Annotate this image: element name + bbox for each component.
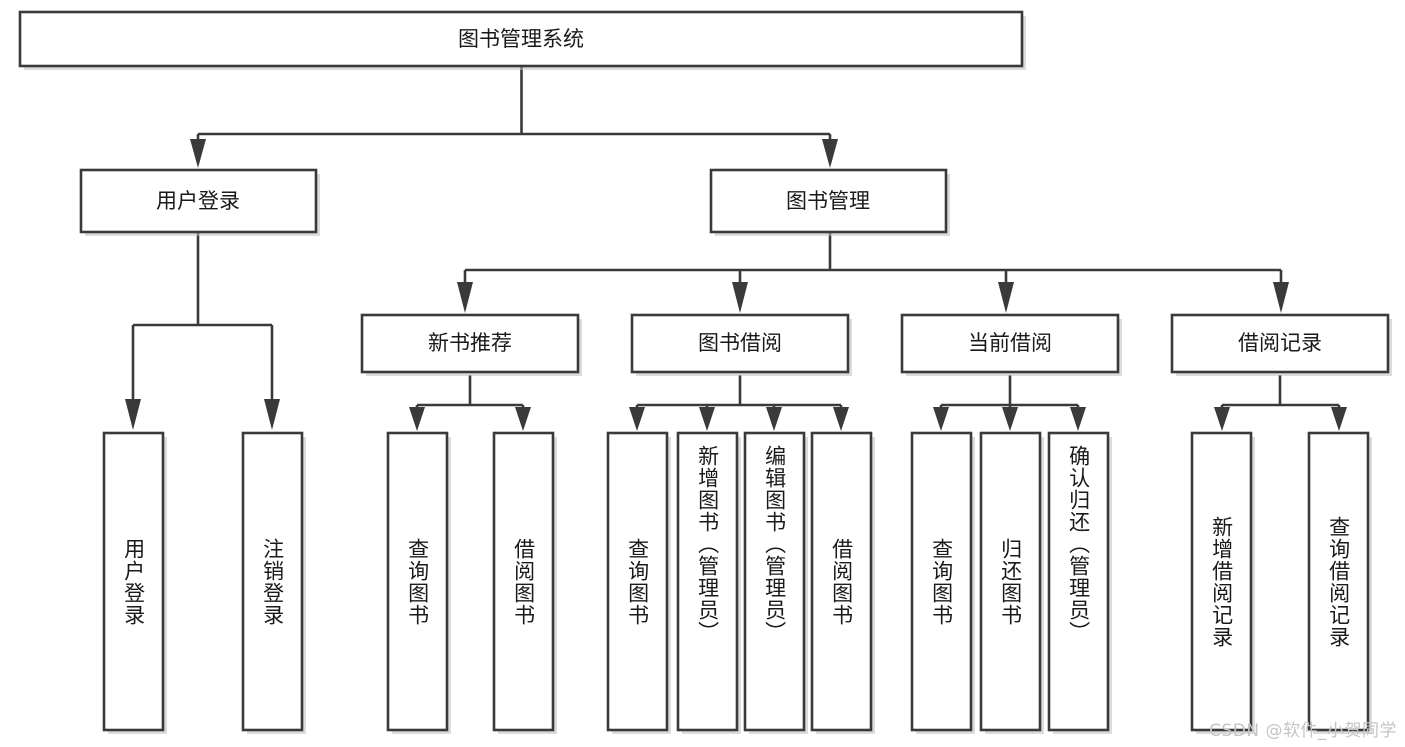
- edge-group-borrow-book-children: [629, 375, 849, 431]
- leaf-node-12-box: [1190, 431, 1253, 732]
- leaf-node-4-box: [492, 431, 555, 732]
- arrowhead-leaf-10: [1002, 407, 1018, 431]
- leaf-node-6[interactable]: [676, 431, 741, 734]
- edge-group-book-manage-children: [457, 232, 1289, 313]
- arrowhead-leaf-8: [833, 407, 849, 431]
- leaf-node-11-box: [1047, 431, 1110, 732]
- leaf-node-12[interactable]: [1190, 431, 1255, 734]
- node-user-login-box: [79, 168, 318, 234]
- leaf-node-3[interactable]: [386, 431, 451, 734]
- leaf-node-3-box: [386, 431, 449, 732]
- arrowhead-leaf-2: [264, 399, 280, 430]
- edge-group-current-borrow-children: [933, 375, 1086, 431]
- leaf-node-10[interactable]: [979, 431, 1044, 734]
- leaf-node-2-box: [241, 431, 304, 732]
- node-new-book-recommend[interactable]: 新书推荐: [360, 313, 582, 376]
- node-current-borrow[interactable]: 当前借阅: [900, 313, 1122, 376]
- arrowhead-to-new-book: [457, 282, 473, 313]
- leaf-node-11[interactable]: [1047, 431, 1112, 734]
- leaf-node-9[interactable]: [910, 431, 975, 734]
- node-current-borrow-label: 当前借阅: [968, 331, 1052, 355]
- node-new-book-recommend-box: [360, 313, 580, 374]
- node-user-login[interactable]: 用户登录: [79, 168, 320, 236]
- arrowhead-leaf-1: [125, 399, 141, 430]
- node-book-manage-box: [709, 168, 948, 234]
- node-book-borrow[interactable]: 图书借阅: [630, 313, 852, 376]
- node-book-borrow-box: [630, 313, 850, 374]
- edge-group-new-book-children: [409, 375, 531, 431]
- leaf-node-9-box: [910, 431, 973, 732]
- node-borrow-record-box: [1170, 313, 1390, 374]
- node-book-borrow-label: 图书借阅: [698, 331, 782, 355]
- leaf-node-6-box: [676, 431, 739, 732]
- node-root-box: [18, 10, 1024, 68]
- arrowhead-to-borrow-record: [1273, 282, 1289, 313]
- arrowhead-leaf-4: [515, 407, 531, 431]
- watermark-csdn: CSDN @软件_小贺同学: [1209, 721, 1397, 741]
- arrowhead-leaf-7: [766, 407, 782, 431]
- leaf-node-1-box: [102, 431, 165, 732]
- node-root[interactable]: 图书管理系统: [18, 10, 1026, 70]
- node-borrow-record-label: 借阅记录: [1238, 331, 1322, 355]
- leaf-node-13[interactable]: [1307, 431, 1372, 734]
- node-book-manage[interactable]: 图书管理: [709, 168, 950, 236]
- leaf-node-13-box: [1307, 431, 1370, 732]
- edge-group-borrow-record-children: [1214, 375, 1347, 431]
- arrowhead-to-current-borrow: [998, 282, 1014, 313]
- node-user-login-label: 用户登录: [156, 189, 240, 213]
- leaf-node-10-box: [979, 431, 1042, 732]
- leaf-node-1[interactable]: [102, 431, 167, 734]
- arrowhead-to-user-login: [190, 139, 206, 168]
- edge-group-user-login-children: [125, 232, 280, 430]
- node-current-borrow-box: [900, 313, 1120, 374]
- node-borrow-record[interactable]: 借阅记录: [1170, 313, 1392, 376]
- leaf-node-7[interactable]: [743, 431, 808, 734]
- node-book-manage-label: 图书管理: [786, 189, 870, 213]
- edge-group-root-to-level2: [190, 66, 838, 168]
- arrowhead-leaf-9: [933, 407, 949, 431]
- arrowhead-to-borrow-book: [732, 282, 748, 313]
- arrowhead-leaf-6: [699, 407, 715, 431]
- arrowhead-leaf-3: [409, 407, 425, 431]
- leaf-node-7-box: [743, 431, 806, 732]
- leaf-node-2[interactable]: [241, 431, 306, 734]
- arrowhead-leaf-12: [1214, 407, 1230, 431]
- leaf-node-8[interactable]: [810, 431, 875, 734]
- arrowhead-leaf-5: [629, 407, 645, 431]
- node-root-label: 图书管理系统: [458, 27, 584, 51]
- arrowhead-leaf-11: [1070, 407, 1086, 431]
- arrowhead-leaf-13: [1331, 407, 1347, 431]
- leaf-node-8-box: [810, 431, 873, 732]
- node-new-book-recommend-label: 新书推荐: [428, 331, 512, 355]
- arrowhead-to-book-manage: [822, 139, 838, 168]
- leaf-node-4[interactable]: [492, 431, 557, 734]
- leaf-node-5-box: [606, 431, 669, 732]
- leaf-node-5[interactable]: [606, 431, 671, 734]
